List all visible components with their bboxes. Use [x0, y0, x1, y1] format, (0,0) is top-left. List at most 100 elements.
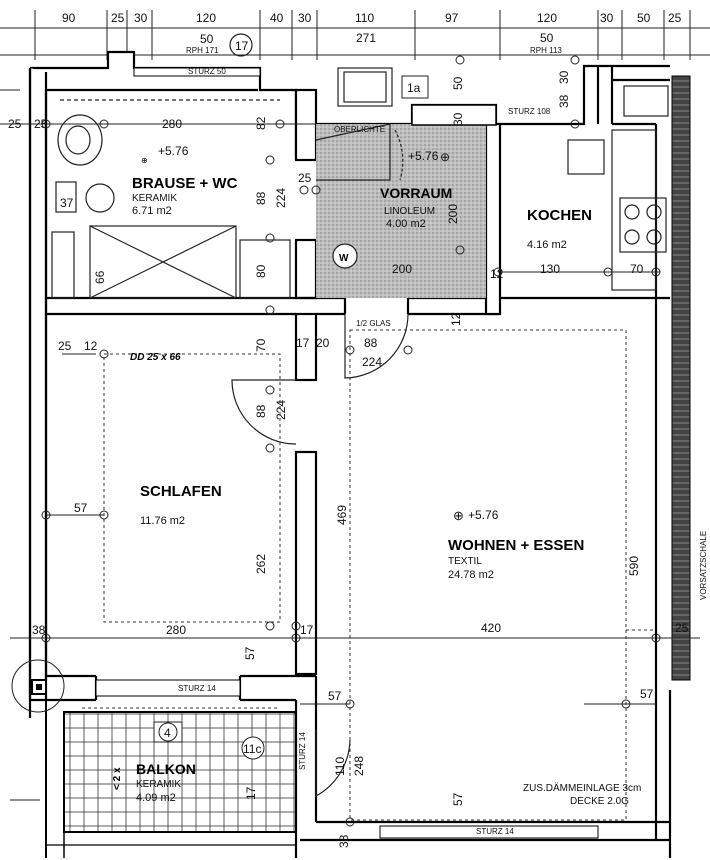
bath-fixtures [51, 99, 291, 299]
dim-38c: 38 [557, 94, 571, 108]
dim-38b: 38 [337, 834, 351, 848]
dim-50: 50 [451, 76, 465, 90]
top-dim-3: 30 [134, 11, 148, 25]
oberlichte-label: OBERLICHTE [334, 125, 385, 134]
top-dim-12: 25 [668, 11, 682, 25]
dim-25b: 25 [34, 117, 48, 131]
dim-280b: 280 [166, 623, 186, 637]
dim-70b: 70 [254, 338, 268, 352]
dim-57c: 57 [328, 689, 342, 703]
sturz-top: STURZ 50 [188, 67, 226, 76]
top-dim-8: 97 [445, 11, 459, 25]
dim-420: 420 [481, 621, 501, 635]
top-dim-10: 30 [600, 11, 614, 25]
dim-25a: 25 [8, 117, 22, 131]
bath-level: +5.76 [158, 144, 189, 158]
schlafen-name: SCHLAFEN [140, 483, 222, 500]
dim-57e: 57 [451, 792, 465, 806]
dim-200b: 200 [446, 204, 460, 224]
dim-280a: 280 [162, 117, 182, 131]
sturz14-vertical: STURZ 14 [298, 732, 307, 770]
vorraum-level: +5.76 [408, 149, 439, 163]
schlafen-area: 11.76 m2 [140, 515, 185, 527]
top-left-50: 50 [200, 32, 214, 46]
vorraum-material: LINOLEUM [384, 206, 435, 217]
dim-110: 110 [333, 757, 347, 776]
dim-57d: 57 [640, 687, 654, 701]
dim-590: 590 [627, 556, 641, 576]
kochen-name: KOCHEN [527, 207, 592, 224]
dim-88b: 88 [364, 336, 378, 350]
balkon-circle: 4 [164, 726, 171, 740]
doors [231, 123, 409, 798]
balkon-name: BALKON [136, 761, 196, 777]
balkon-circle2: 11c [243, 742, 261, 756]
top-dim-5: 40 [270, 11, 284, 25]
zus-note: ZUS.DÄMMEINLAGE 3cm [523, 782, 641, 794]
top-mid-271: 271 [356, 31, 376, 45]
dim-82: 82 [254, 116, 268, 130]
top-left-rph: RPH 171 [186, 46, 219, 55]
dim-200a: 200 [392, 262, 412, 276]
decke-note: DECKE 2.0G [570, 796, 629, 807]
dim-25e: 25 [675, 621, 689, 635]
dd-note: DD 25 x 66 [130, 352, 181, 363]
dim-12b: 12 [449, 312, 463, 326]
top-right-rph: RPH 113 [530, 46, 562, 55]
corner-detail [11, 659, 65, 713]
dim-262: 262 [254, 554, 268, 574]
dim-57b: 57 [243, 646, 257, 660]
dim-17c: 17 [244, 786, 258, 800]
dim-20: 20 [316, 336, 330, 350]
dim-12c: 12 [84, 339, 98, 353]
dim-88a: 88 [254, 191, 268, 205]
dim-38a: 38 [32, 623, 46, 637]
top-left-circle: 17 [235, 39, 249, 53]
bath-level-icon: ⊕ [141, 156, 148, 165]
dim-130: 130 [540, 262, 560, 276]
wohnen-name: WOHNEN + ESSEN [448, 537, 584, 554]
box-1a: 1a [407, 81, 421, 95]
top-dim-6: 30 [298, 11, 312, 25]
room-labels: ⊕ +5.76 BRAUSE + WC KERAMIK 6.71 m2 OBER… [132, 125, 592, 804]
dim-30b: 30 [557, 70, 571, 84]
dim-57a: 57 [74, 501, 88, 515]
sturz14-bottom-right: STURZ 14 [476, 827, 514, 836]
top-dim-4: 120 [196, 11, 216, 25]
dim-17a: 17 [296, 336, 310, 350]
kochen-area: 4.16 m2 [527, 239, 567, 251]
wohnen-level: +5.76 [468, 508, 499, 522]
wohnen-area: 24.78 m2 [448, 569, 494, 581]
bath-area: 6.71 m2 [132, 205, 172, 217]
dim-80: 80 [254, 264, 268, 278]
dim-30: 30 [451, 112, 465, 126]
top-dim-1: 90 [62, 11, 76, 25]
bath-name: BRAUSE + WC [132, 175, 238, 192]
top-right-50: 50 [540, 31, 554, 45]
bath-material: KERAMIK [132, 193, 177, 204]
dim-70a: 70 [630, 262, 644, 276]
vorraum-level-icon: ⊕ [440, 150, 450, 164]
half-glass-note: 1/2 GLAS [356, 319, 391, 328]
balkon-material: KERAMIK [136, 779, 181, 790]
dim-224a: 224 [274, 188, 288, 208]
vorraum-name: VORRAUM [380, 185, 452, 201]
dim-25c: 25 [298, 171, 312, 185]
dim-66: 66 [93, 270, 107, 284]
axis-lines [0, 123, 700, 801]
dim-37: 37 [60, 196, 74, 210]
top-dimension-labels: 90 25 30 120 40 30 110 97 120 30 50 25 [62, 11, 682, 25]
sturz14-bottom-left: STURZ 14 [178, 684, 216, 693]
top-dim-7: 110 [355, 11, 374, 25]
dashed-outlines [82, 329, 656, 821]
balcony-marks: < 2 x [112, 767, 123, 790]
dim-88c: 88 [254, 404, 268, 418]
vorsatz-note: VORSATZSCHALE [699, 531, 708, 600]
sturz-108: STURZ 108 [508, 107, 551, 116]
kitchen-fixtures [337, 67, 669, 291]
vorraum-floor [316, 124, 486, 298]
top-dim-9: 120 [537, 11, 557, 25]
dim-12a: 12 [490, 267, 504, 281]
vorraum-area: 4.00 m2 [386, 218, 426, 230]
